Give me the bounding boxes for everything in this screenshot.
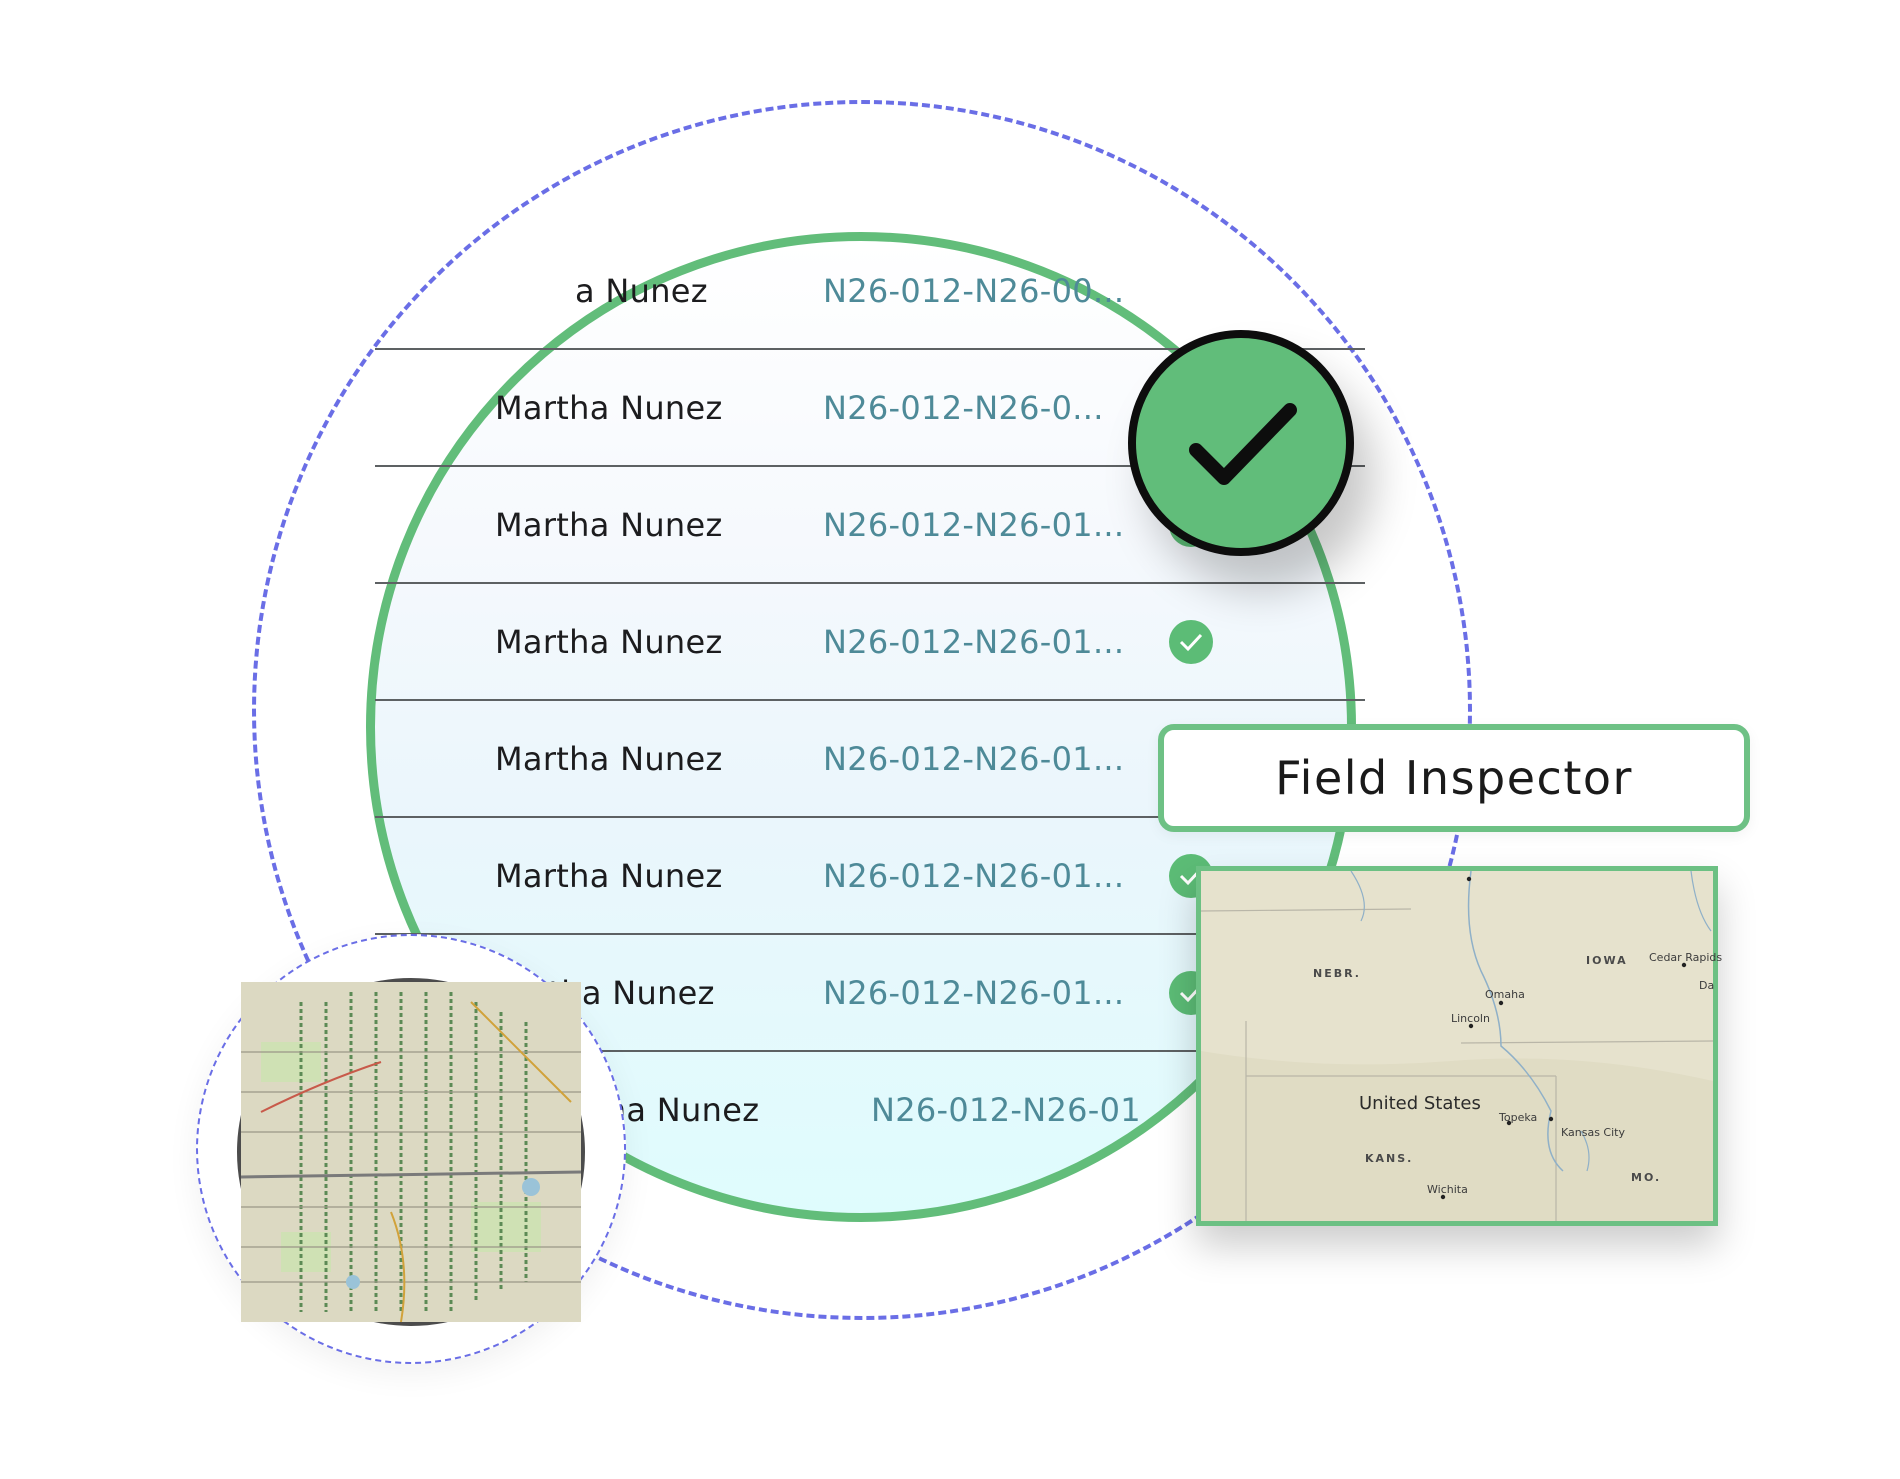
- inspector-name: Martha Nunez: [495, 506, 723, 544]
- table-row[interactable]: tha Nunez N26-012-N26-01: [375, 1052, 1365, 1169]
- map-label-lincoln: Lincoln: [1451, 1012, 1490, 1025]
- outer-dashed-ring: [252, 100, 1472, 1320]
- street-map-graphic: [240, 982, 582, 1323]
- inspector-name: Martha Nunez: [495, 740, 723, 778]
- inspector-name: Martha Nunez: [495, 389, 723, 427]
- role-label: Field Inspector: [1158, 724, 1750, 832]
- map-label-nebr: NEBR.: [1313, 967, 1361, 980]
- record-id: N26-012-N26-01...: [823, 974, 1125, 1012]
- inspector-name: Martha Nunez: [495, 857, 723, 895]
- record-id: N26-012-N26-00...: [823, 272, 1125, 310]
- table-row[interactable]: Martha Nunez N26-012-N26-01...: [375, 701, 1365, 818]
- table-row[interactable]: a Nunez N26-012-N26-00...: [375, 233, 1365, 350]
- inspector-name: a Nunez: [575, 272, 708, 310]
- check-icon: [1169, 620, 1213, 664]
- map-label-omaha: Omaha: [1485, 988, 1525, 1001]
- map-label-partial-city: Da: [1699, 979, 1715, 992]
- record-id: N26-012-N26-01: [871, 1091, 1141, 1129]
- checkmark-icon: [1189, 403, 1297, 485]
- record-id: N26-012-N26-01...: [823, 623, 1125, 661]
- inspector-name: Martha Nunez: [495, 623, 723, 661]
- record-id: N26-012-N26-0...: [823, 389, 1104, 427]
- record-id: N26-012-N26-01...: [823, 506, 1125, 544]
- map-label-wichita: Wichita: [1427, 1183, 1468, 1196]
- table-row[interactable]: Martha Nunez N26-012-N26-01...: [375, 818, 1365, 935]
- table-row[interactable]: Martha Nunez N26-012-N26-0...: [375, 350, 1365, 467]
- map-label-country: United States: [1359, 1093, 1481, 1114]
- table-row[interactable]: rtha Nunez N26-012-N26-01...: [375, 935, 1365, 1052]
- street-map-thumbnail[interactable]: [237, 978, 585, 1326]
- region-map-graphic: [1200, 870, 1714, 1221]
- region-map[interactable]: NEBR. IOWA KANS. MO. Omaha Lincoln Cedar…: [1196, 866, 1722, 1226]
- record-id: N26-012-N26-01...: [823, 740, 1125, 778]
- map-label-cedar-rapids: Cedar Rapids: [1649, 951, 1723, 964]
- approved-badge: [1128, 330, 1354, 556]
- map-label-kans: KANS.: [1365, 1152, 1414, 1165]
- map-label-kansas-city: Kansas City: [1561, 1126, 1625, 1139]
- map-label-iowa: IOWA: [1586, 954, 1628, 967]
- record-id: N26-012-N26-01...: [823, 857, 1125, 895]
- map-label-mo: MO.: [1631, 1171, 1662, 1184]
- table-row[interactable]: Martha Nunez N26-012-N26-01...: [375, 584, 1365, 701]
- map-label-topeka: Topeka: [1499, 1111, 1538, 1124]
